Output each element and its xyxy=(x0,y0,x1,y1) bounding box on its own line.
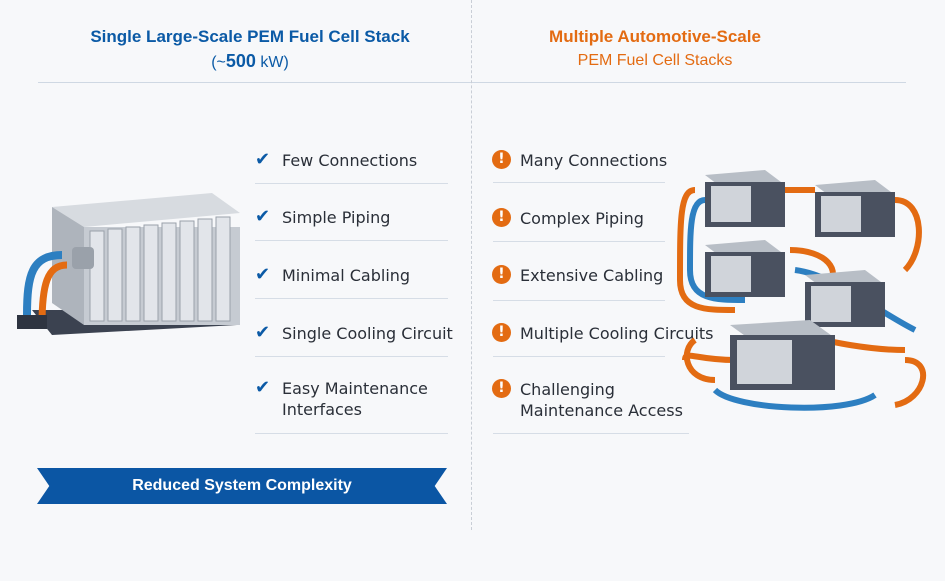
separator xyxy=(493,356,665,357)
right-item: Multiple Cooling Circuits xyxy=(520,324,714,343)
separator xyxy=(255,433,448,434)
check-icon: ✔ xyxy=(255,264,271,285)
header-divider xyxy=(38,82,906,83)
check-icon: ✔ xyxy=(255,377,271,398)
right-item: Complex Piping xyxy=(520,209,644,228)
check-icon: ✔ xyxy=(255,322,271,343)
warning-icon: ! xyxy=(492,150,511,169)
left-subtitle: (~500 kW) xyxy=(40,51,460,72)
column-divider xyxy=(471,0,472,530)
multi-stack-illustration xyxy=(676,170,926,411)
left-item: Single Cooling Circuit xyxy=(282,324,453,343)
separator xyxy=(255,298,448,299)
warning-icon: ! xyxy=(492,379,511,398)
stack-module xyxy=(705,170,895,390)
separator xyxy=(493,241,665,242)
check-icon: ✔ xyxy=(255,206,271,227)
subtitle-power: 500 xyxy=(225,51,256,71)
right-title: Multiple Automotive-Scale xyxy=(549,27,761,46)
left-item: Few Connections xyxy=(282,151,418,170)
right-item: Many Connections xyxy=(520,151,668,170)
warning-icon: ! xyxy=(492,208,511,227)
left-item: Minimal Cabling xyxy=(282,266,411,285)
separator xyxy=(493,300,665,301)
reduced-complexity-banner: Reduced System Complexity xyxy=(37,468,447,504)
separator xyxy=(255,183,448,184)
separator xyxy=(255,240,448,241)
right-item: Extensive Cabling xyxy=(520,266,664,285)
left-item: Easy Maintenance Interfaces xyxy=(282,379,428,419)
left-item: Simple Piping xyxy=(282,208,391,227)
subtitle-suffix: kW) xyxy=(255,54,289,71)
check-icon: ✔ xyxy=(255,149,271,170)
right-subtitle: PEM Fuel Cell Stacks xyxy=(577,52,733,69)
left-title: Single Large-Scale PEM Fuel Cell Stack xyxy=(90,27,410,46)
right-item: Challenging Maintenance Access xyxy=(520,380,683,420)
separator xyxy=(493,182,665,183)
warning-icon: ! xyxy=(492,265,511,284)
subtitle-prefix: (~ xyxy=(211,54,226,71)
single-stack-illustration xyxy=(17,193,240,335)
separator xyxy=(493,433,689,434)
separator xyxy=(255,356,448,357)
warning-icon: ! xyxy=(492,323,511,342)
